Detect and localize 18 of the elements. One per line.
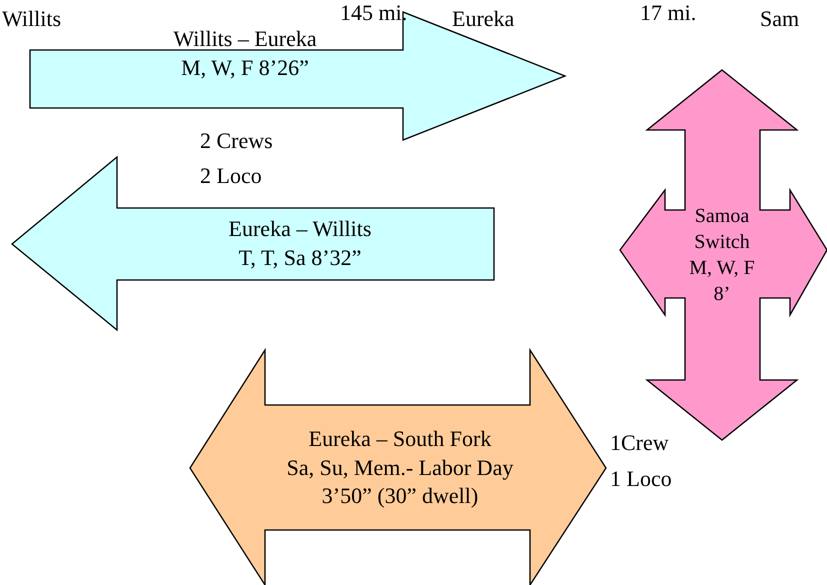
- text-label: 1Crew: [610, 430, 669, 456]
- text-label: Eureka: [452, 6, 514, 32]
- text-label: 2 Crews: [200, 128, 273, 154]
- arrow-text: M, W, F 8’: [688, 256, 756, 307]
- arrow-text: Samoa Switch: [693, 204, 751, 255]
- arrow-text: T, T, Sa 8’32”: [238, 244, 362, 272]
- text-label: Sam: [760, 6, 800, 32]
- text-label: 2 Loco: [200, 163, 262, 190]
- arrow-text: 3’50” (30” dwell): [322, 482, 478, 510]
- arrow-text: Eureka – Willits: [228, 215, 372, 244]
- text-label: 17 mi.: [640, 0, 696, 26]
- arrow-text: M, W, F 8’26”: [181, 54, 309, 82]
- arrow-text: Sa, Su, Mem.- Labor Day: [286, 454, 514, 482]
- text-label: 145 mi.: [340, 0, 408, 26]
- arrow-text: Willits – Eureka: [173, 25, 317, 54]
- arrow-text: Eureka – South Fork: [308, 425, 492, 454]
- text-label: 1 Loco: [610, 466, 672, 492]
- text-label: Willits: [2, 6, 62, 32]
